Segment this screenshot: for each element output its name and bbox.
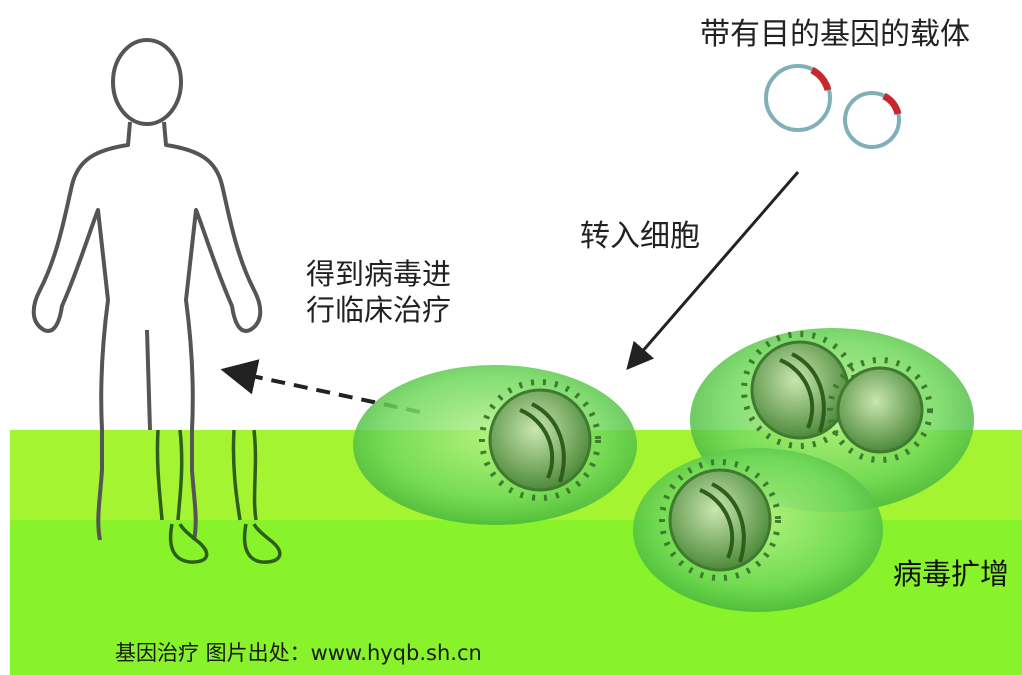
host-cell-3 <box>633 448 883 612</box>
image-caption: 基因治疗 图片出处：www.hyqb.sh.cn <box>115 640 482 666</box>
treatment-label-line-2: 行临床治疗 <box>306 292 451 328</box>
plasmid-vectors <box>766 66 899 147</box>
treatment-label: 得到病毒进 行临床治疗 <box>306 256 451 329</box>
treatment-label-line-1: 得到病毒进 <box>306 256 451 292</box>
amplify-label: 病毒扩增 <box>893 556 1009 592</box>
host-cell-1 <box>353 365 637 525</box>
vector-label: 带有目的基因的载体 <box>700 16 970 54</box>
gene-segment-small <box>884 96 898 114</box>
transfer-label: 转入细胞 <box>580 218 700 256</box>
gene-segment-large <box>812 70 828 90</box>
